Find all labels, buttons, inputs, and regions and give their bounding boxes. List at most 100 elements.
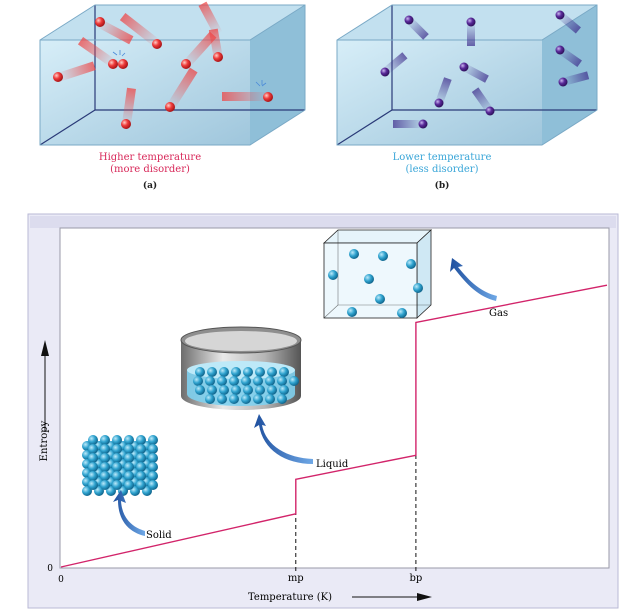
- solid-molecule: [100, 444, 110, 454]
- liquid-molecule: [195, 385, 205, 395]
- liquid-molecule: [217, 394, 227, 404]
- liquid-molecule: [229, 376, 239, 386]
- fast-particle: [152, 39, 162, 49]
- solid-molecule: [124, 453, 134, 463]
- collision-spark: [112, 50, 267, 87]
- liquid-molecule: [207, 385, 217, 395]
- solid-molecule: [124, 480, 134, 490]
- slow-particle: [404, 15, 414, 25]
- solid-molecule: [100, 471, 110, 481]
- liquid-molecule: [265, 394, 275, 404]
- liquid-molecule: [229, 394, 239, 404]
- solid-molecule: [124, 471, 134, 481]
- fast-particle: [263, 92, 273, 102]
- panel-b-particles: [380, 10, 590, 129]
- fast-particle: [118, 59, 128, 69]
- solid-molecule: [148, 435, 158, 445]
- panel-a-caption-line1: Higher temperature: [98, 152, 202, 163]
- slow-particle: [485, 106, 495, 116]
- liquid-molecule: [219, 367, 229, 377]
- liquid-label: Liquid: [316, 459, 349, 470]
- solid-molecule: [112, 480, 122, 490]
- solid-molecule: [100, 462, 110, 472]
- gas-molecule: [328, 270, 338, 280]
- panel-a-caption-line2: (more disorder): [110, 164, 190, 175]
- solid-molecule: [88, 435, 98, 445]
- gas-molecule: [347, 307, 357, 317]
- solid-molecule: [100, 480, 110, 490]
- x-axis-arrow: [352, 593, 432, 601]
- liquid-molecule: [219, 385, 229, 395]
- solid-molecule: [100, 453, 110, 463]
- fast-particle: [95, 17, 105, 27]
- liquid-molecule: [231, 367, 241, 377]
- gas-curved-arrow: [450, 258, 497, 301]
- slow-particle: [466, 17, 476, 27]
- panel-b-caption: Lower temperature (less disorder): [337, 152, 547, 176]
- slow-particle: [555, 10, 565, 20]
- slow-particle: [555, 45, 565, 55]
- liquid-molecule: [253, 394, 263, 404]
- gas-molecule: [375, 294, 385, 304]
- solid-molecule: [88, 444, 98, 454]
- solid-molecule: [112, 471, 122, 481]
- fast-particle: [181, 59, 191, 69]
- liquid-molecule: [207, 367, 217, 377]
- gas-molecule: [406, 259, 416, 269]
- slow-particle: [459, 62, 469, 72]
- liquid-molecule: [277, 394, 287, 404]
- beaker-inner: [185, 331, 297, 351]
- liquid-curved-arrow: [254, 414, 313, 464]
- x-tick-0: 0: [58, 575, 64, 585]
- liquid-molecule: [265, 376, 275, 386]
- panel-b-box: [336, 4, 598, 146]
- liquid-molecule: [231, 385, 241, 395]
- solid-molecule: [136, 480, 146, 490]
- solid-molecule: [112, 453, 122, 463]
- gas-molecule: [349, 249, 359, 259]
- slow-particle: [434, 98, 444, 108]
- liquid-molecule: [243, 385, 253, 395]
- liquid-molecule: [255, 385, 265, 395]
- graph-panel-top-bar: [30, 216, 616, 228]
- liquid-molecule: [279, 385, 289, 395]
- solid-molecule: [88, 480, 98, 490]
- solid-molecule: [136, 444, 146, 454]
- x-tick-mp: mp: [288, 573, 304, 584]
- fast-particle: [165, 102, 175, 112]
- solid-molecule: [124, 462, 134, 472]
- entropy-line: [60, 284, 608, 568]
- fast-particle: [213, 52, 223, 62]
- liquid-molecule: [279, 367, 289, 377]
- gas-molecule: [378, 251, 388, 261]
- solid-lattice-illustration: [82, 435, 158, 496]
- solid-molecule: [136, 453, 146, 463]
- slow-particle: [418, 119, 428, 129]
- solid-molecule: [148, 471, 158, 481]
- liquid-molecule: [267, 385, 277, 395]
- liquid-molecule: [241, 394, 251, 404]
- liquid-molecule: [217, 376, 227, 386]
- gas-molecule: [364, 274, 374, 284]
- gas-molecule: [413, 283, 423, 293]
- solid-molecule: [148, 480, 158, 490]
- fast-particle: [121, 119, 131, 129]
- solid-curved-arrow: [113, 490, 145, 536]
- slow-particle: [558, 77, 568, 87]
- panel-a-label: (a): [142, 181, 158, 191]
- gas-box-illustration: [322, 229, 433, 319]
- x-tick-bp: bp: [409, 573, 422, 584]
- solid-molecule: [148, 444, 158, 454]
- solid-molecule: [136, 462, 146, 472]
- liquid-molecule: [255, 367, 265, 377]
- panel-b-caption-line1: Lower temperature: [392, 152, 492, 163]
- solid-label: Solid: [146, 530, 172, 541]
- liquid-molecule: [289, 376, 299, 386]
- solid-molecule: [148, 453, 158, 463]
- liquid-molecule: [205, 376, 215, 386]
- liquid-molecule: [243, 367, 253, 377]
- gas-molecule: [397, 308, 407, 318]
- liquid-molecule: [277, 376, 287, 386]
- slow-particle: [380, 67, 390, 77]
